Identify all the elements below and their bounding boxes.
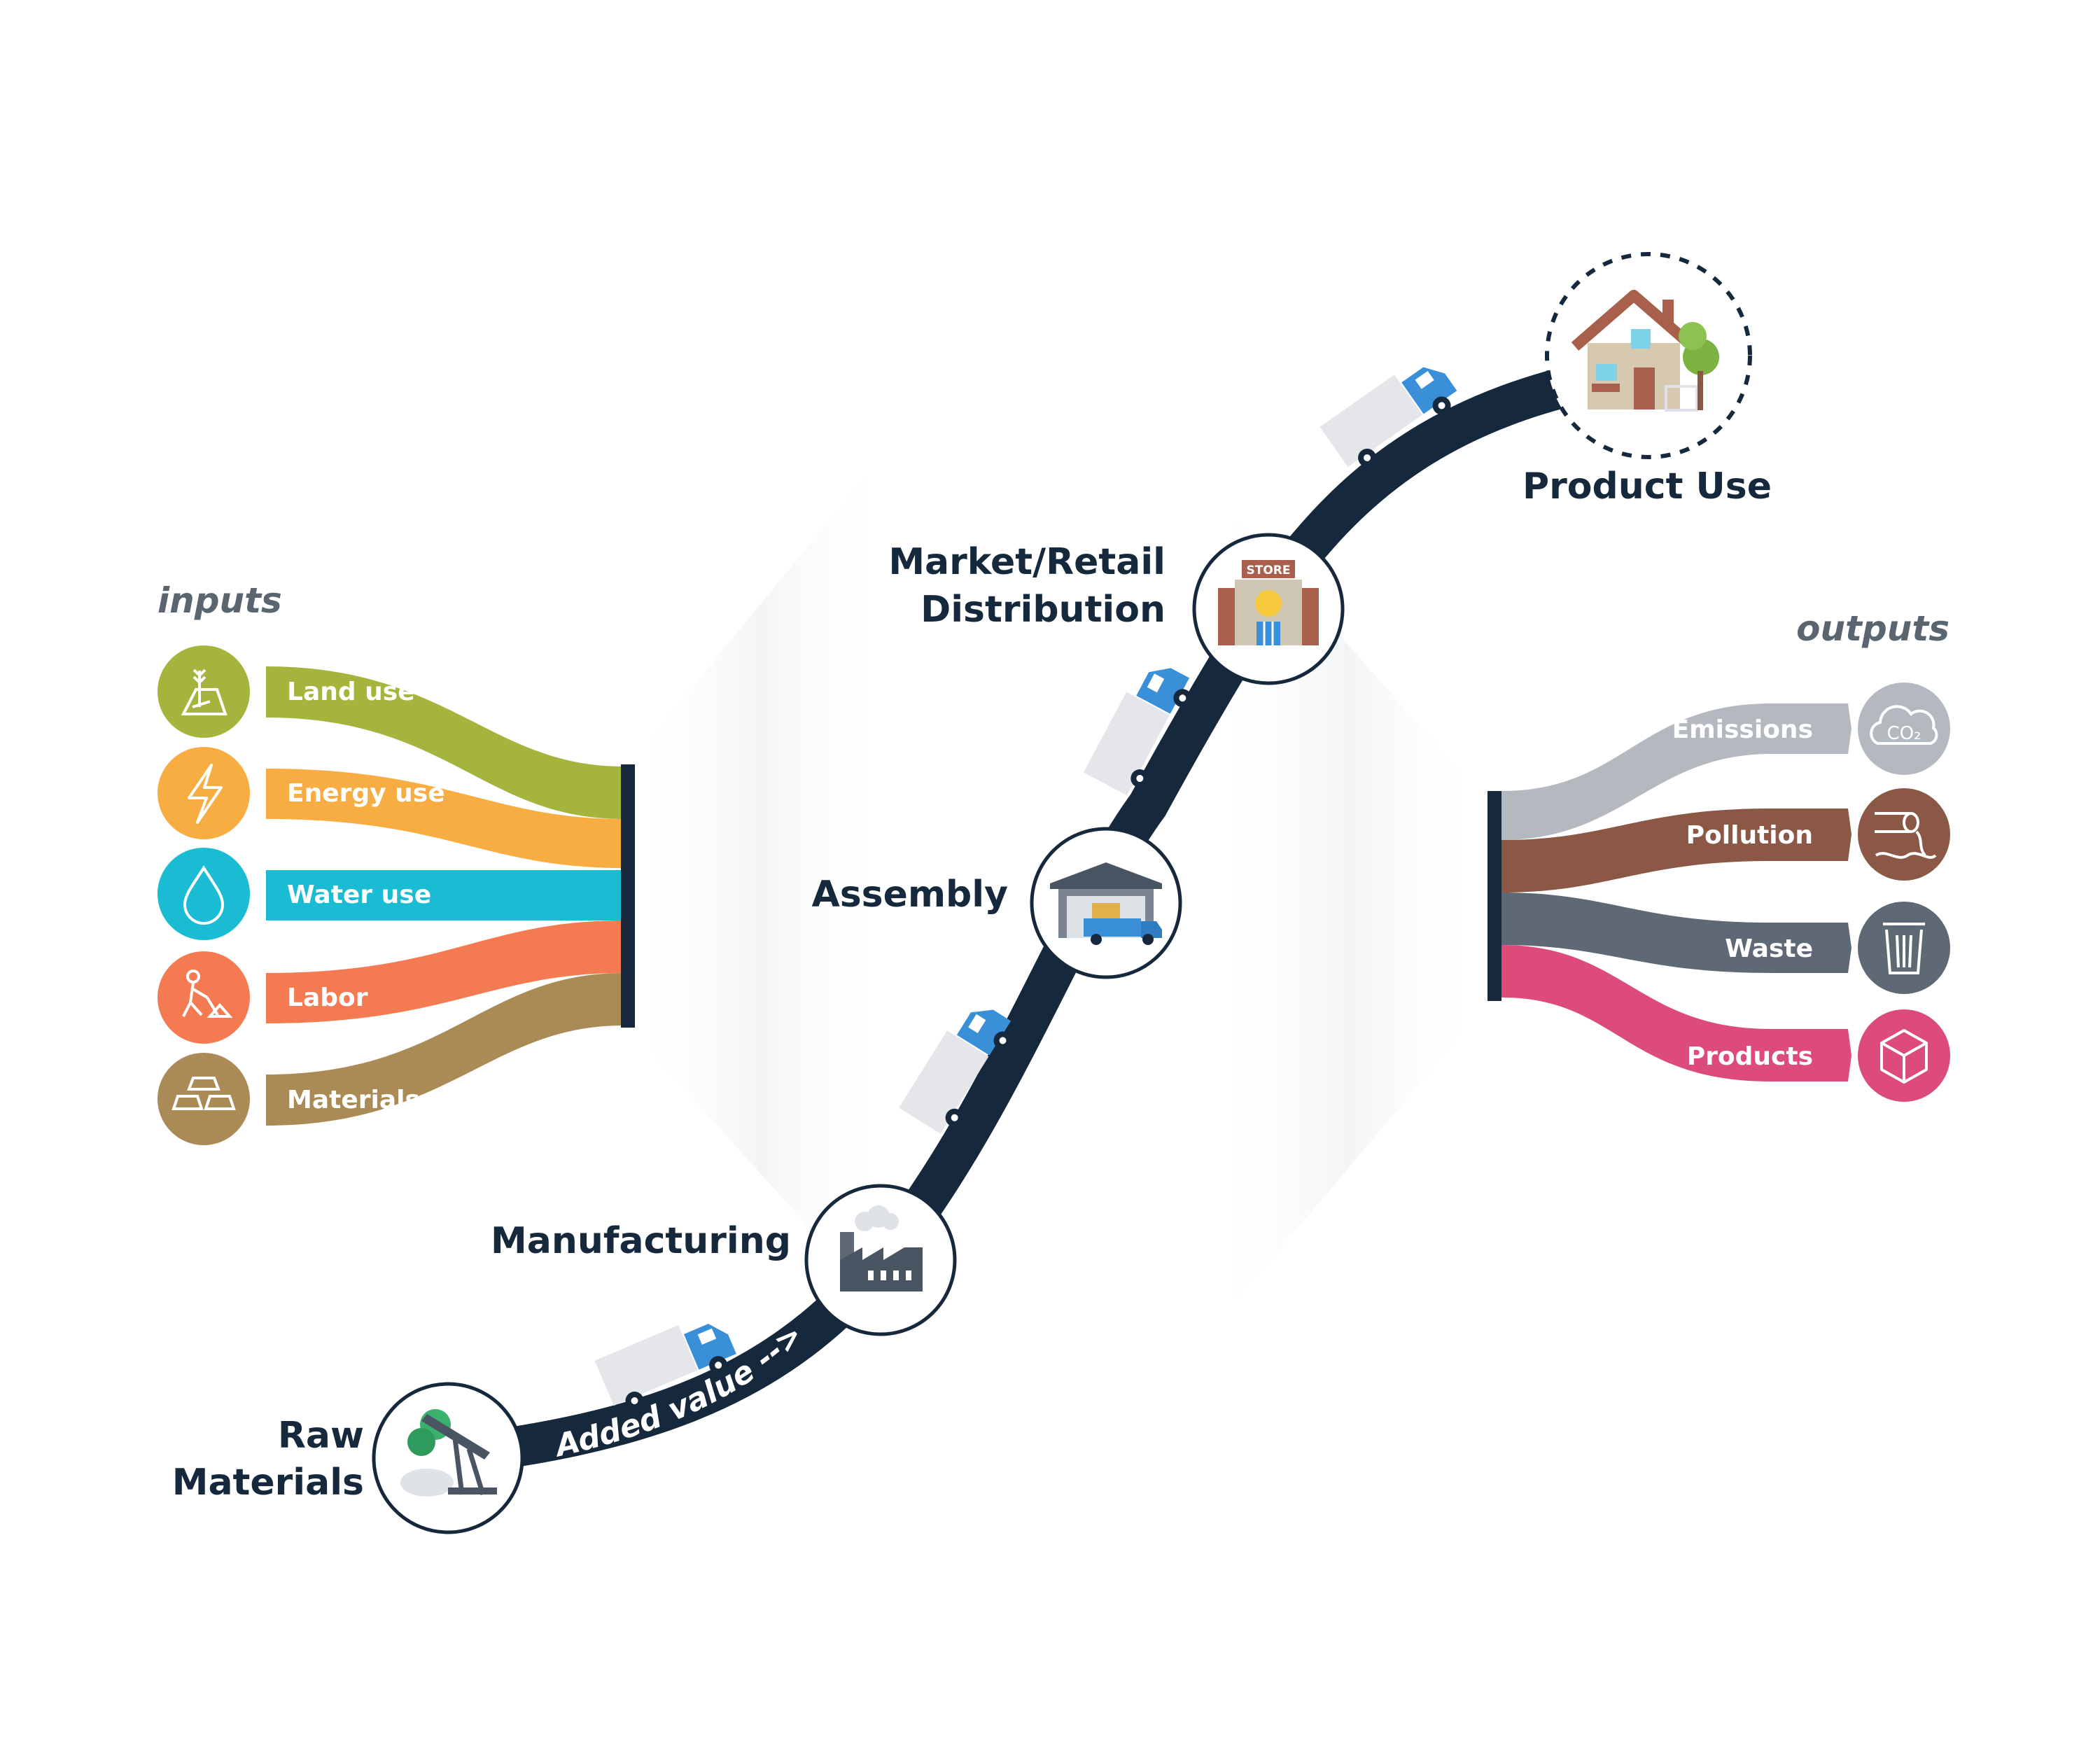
truck-icon	[899, 1009, 1012, 1134]
flow-materials	[266, 973, 623, 1126]
output-icon-pollution	[1858, 788, 1950, 881]
glow-right	[1211, 490, 1484, 1330]
flow-emissions	[1502, 704, 1851, 840]
house-icon	[1571, 290, 1719, 412]
stage-assembly: Assembly	[811, 827, 1182, 979]
truck-icon	[1084, 668, 1192, 796]
stage-label-assembly: Assembly	[811, 874, 1008, 916]
input-icon-labor	[158, 951, 250, 1044]
output-icon-emissions: CO₂	[1858, 682, 1950, 775]
output-flows	[1488, 704, 1851, 1082]
flow-labor	[266, 920, 623, 1023]
output-label-waste: Waste	[1725, 934, 1813, 963]
warehouse-truck-icon	[1050, 862, 1162, 945]
input-label-labor: Labor	[287, 983, 368, 1012]
stage-label-market-2: Distribution	[920, 589, 1166, 631]
stage-market-retail: STORE Market/Retail Distribution	[888, 533, 1345, 685]
input-flows	[266, 666, 635, 1126]
flow-waste	[1502, 892, 1851, 973]
pipe-discharge-icon	[1875, 812, 1937, 859]
svg-text:CO₂: CO₂	[1886, 723, 1921, 744]
output-label-products: Products	[1687, 1042, 1813, 1071]
input-collector-bar	[621, 764, 635, 1028]
input-icon-materials	[158, 1053, 250, 1145]
water-drop-icon	[183, 865, 225, 925]
input-icon-land-use	[158, 645, 250, 738]
stage-manufacturing: Manufacturing	[491, 1184, 957, 1336]
svg-text:STORE: STORE	[1247, 564, 1291, 578]
stage-label-raw-materials-1: Raw	[278, 1415, 364, 1457]
stage-label-product-use: Product Use	[1522, 465, 1772, 507]
flow-energy-use	[266, 769, 623, 868]
stage-product-use: Product Use	[1522, 252, 1772, 507]
truck-icon	[594, 1324, 736, 1410]
lightning-icon	[188, 764, 223, 824]
inputs-heading: inputs	[158, 580, 282, 621]
output-icon-waste	[1858, 902, 1950, 994]
stage-label-market-1: Market/Retail	[888, 541, 1166, 583]
truck-icon	[1320, 367, 1457, 468]
factory-icon	[840, 1205, 923, 1292]
glow-left	[630, 448, 889, 1316]
co2-cloud-icon: CO₂	[1870, 705, 1938, 745]
stage-label-manufacturing: Manufacturing	[491, 1220, 791, 1262]
store-icon: STORE	[1218, 560, 1319, 645]
input-label-materials: Materials	[287, 1086, 420, 1114]
flow-products	[1502, 945, 1851, 1082]
input-label-energy-use: Energy use	[287, 779, 445, 808]
input-label-land-use: Land use	[287, 678, 415, 706]
output-label-emissions: Emissions	[1672, 715, 1813, 744]
worker-shovel-icon	[182, 969, 233, 1018]
stage-raw-materials: Raw Materials	[172, 1382, 524, 1534]
box-cube-icon	[1880, 1029, 1928, 1084]
output-label-pollution: Pollution	[1686, 821, 1813, 850]
input-label-water-use: Water use	[287, 881, 431, 909]
trash-bin-icon	[1883, 923, 1925, 974]
input-icon-water-use	[158, 848, 250, 940]
flow-pollution	[1502, 808, 1851, 892]
output-icon-products	[1858, 1009, 1950, 1102]
flow-water-use	[266, 870, 623, 920]
mining-excavator-icon	[400, 1409, 497, 1497]
flow-land-use	[266, 666, 623, 819]
output-collector-bar	[1488, 791, 1502, 1001]
outputs-heading: outputs	[1796, 608, 1949, 649]
input-icon-energy-use	[158, 747, 250, 839]
stage-label-raw-materials-2: Materials	[172, 1462, 364, 1504]
gold-bars-icon	[172, 1077, 236, 1110]
wheat-field-icon	[181, 668, 227, 715]
